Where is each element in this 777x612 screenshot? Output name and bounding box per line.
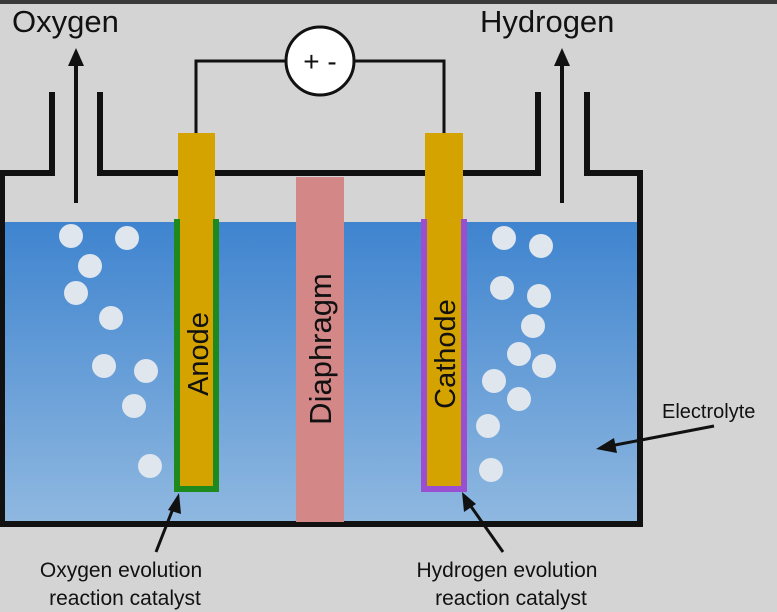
bubble (507, 387, 531, 411)
anode-catalyst (174, 219, 219, 492)
bubble (482, 369, 506, 393)
gas-bubbles (59, 224, 556, 482)
bubble (529, 234, 553, 258)
cathode-catalyst (421, 219, 467, 492)
arrow-up-icon (68, 48, 84, 203)
bubble (507, 342, 531, 366)
power-source-label: + - (303, 46, 336, 77)
bubble (532, 354, 556, 378)
hydrogen-catalyst-label-line1: Hydrogen evolution (417, 559, 598, 582)
diaphragm (296, 177, 344, 522)
oxygen-outlet-right-wall (97, 92, 541, 176)
pointer-arrow-icon (154, 493, 181, 553)
bubble (490, 276, 514, 300)
pointer-arrow-icon (462, 492, 505, 553)
oxygen-label: Oxygen (12, 4, 119, 39)
bubble (134, 359, 158, 383)
electrolyte-label: Electrolyte (662, 401, 755, 423)
anode-label: Anode (183, 312, 215, 396)
anode-electrode (178, 133, 215, 490)
oxygen-catalyst-label-line2: reaction catalyst (49, 587, 201, 610)
bubble (122, 394, 146, 418)
bubble (138, 454, 162, 478)
bubble (99, 306, 123, 330)
bubble (476, 414, 500, 438)
bubble (479, 458, 503, 482)
arrow-up-icon (554, 48, 570, 203)
bubble (115, 226, 139, 250)
cathode-label: Cathode (430, 299, 462, 409)
bubble (527, 284, 551, 308)
top-strip (0, 0, 777, 4)
wire (194, 59, 446, 134)
bubble (64, 281, 88, 305)
tank-outline (0, 92, 643, 527)
oxygen-catalyst-label-line1: Oxygen evolution (40, 559, 202, 582)
power-source-icon: + - (284, 25, 356, 97)
pointer-arrow-icon (596, 424, 715, 453)
bubble (92, 354, 116, 378)
hydrogen-catalyst-label-line2: reaction catalyst (435, 587, 587, 610)
bubble (78, 254, 102, 278)
hydrogen-label: Hydrogen (480, 4, 614, 39)
bubble (59, 224, 83, 248)
bubble (492, 226, 516, 250)
bubble (521, 314, 545, 338)
cathode-electrode (425, 133, 463, 490)
diaphragm-label: Diaphragm (303, 273, 338, 425)
